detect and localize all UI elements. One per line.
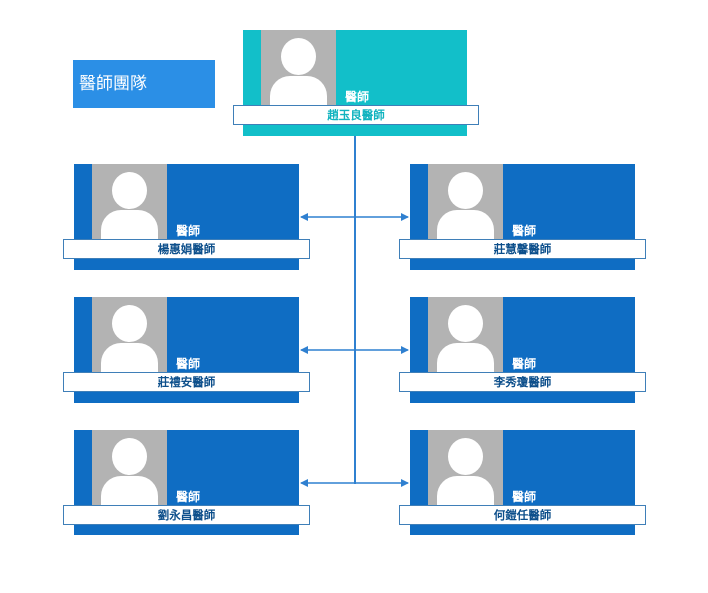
team-title: 醫師團隊 — [73, 60, 215, 108]
role-label: 醫師 — [512, 357, 537, 371]
avatar — [92, 430, 167, 505]
doctor-card: 醫師 劉永昌醫師 — [63, 430, 310, 535]
role-label: 醫師 — [345, 90, 370, 104]
doctor-name: 劉永昌醫師 — [63, 505, 310, 525]
doctor-name: 莊慧馨醫師 — [399, 239, 646, 259]
doctor-card: 醫師 李秀瓊醫師 — [399, 297, 646, 403]
role-label: 醫師 — [176, 490, 201, 504]
role-label: 醫師 — [176, 224, 201, 238]
doctor-name: 楊惠娟醫師 — [63, 239, 310, 259]
avatar — [92, 297, 167, 372]
role-label: 醫師 — [176, 357, 201, 371]
avatar — [428, 297, 503, 372]
avatar — [261, 30, 336, 105]
doctor-card: 醫師 莊禮安醫師 — [63, 297, 310, 403]
head-doctor-card: 醫師 趙玉良醫師 — [233, 30, 479, 136]
avatar — [428, 164, 503, 239]
doctor-name: 趙玉良醫師 — [233, 105, 479, 125]
doctor-name: 莊禮安醫師 — [63, 372, 310, 392]
role-label: 醫師 — [512, 224, 537, 238]
avatar — [428, 430, 503, 505]
avatar — [92, 164, 167, 239]
doctor-card: 醫師 何鎧任醫師 — [399, 430, 646, 535]
doctor-name: 李秀瓊醫師 — [399, 372, 646, 392]
doctor-card: 醫師 楊惠娟醫師 — [63, 164, 310, 270]
doctor-name: 何鎧任醫師 — [399, 505, 646, 525]
role-label: 醫師 — [512, 490, 537, 504]
doctor-card: 醫師 莊慧馨醫師 — [399, 164, 646, 270]
